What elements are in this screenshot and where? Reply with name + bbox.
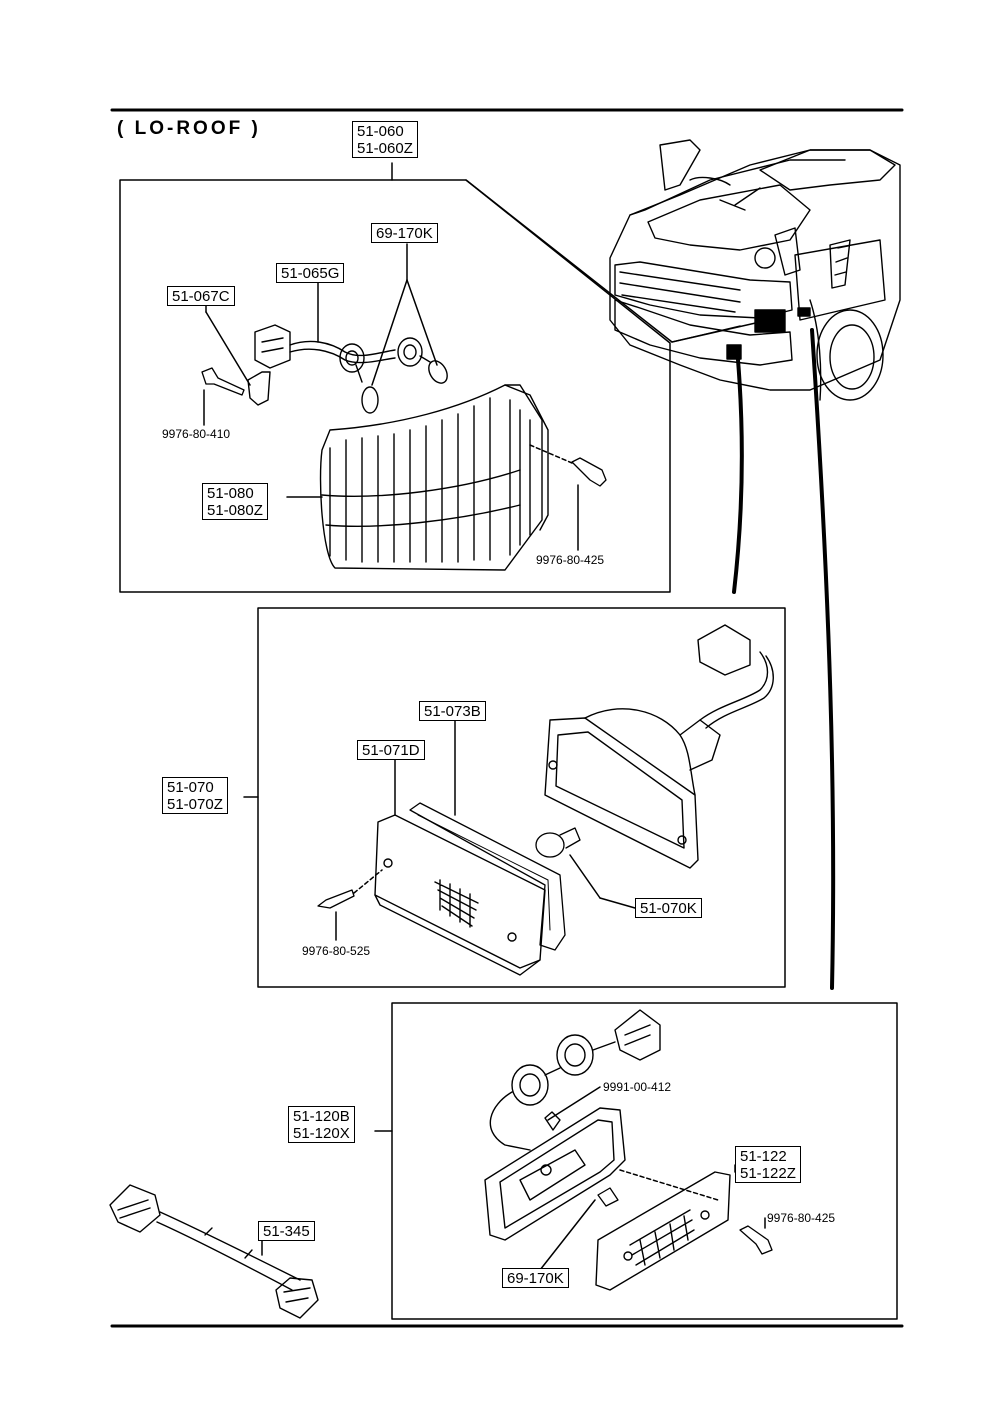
harness-51-065G [254,324,448,414]
label-9976-80-410: 9976-80-410 [162,427,231,441]
callout-51-122: 51-122 51-122Z [735,1146,801,1183]
callout-51-120B: 51-120B 51-120X [288,1106,355,1143]
callout-51-070: 51-070 51-070Z [162,777,228,814]
corner-lamp-51-080 [319,384,549,571]
callout-69-170K-bottom: 69-170K [502,1268,569,1288]
callout-51-345: 51-345 [258,1221,315,1241]
turn-lamp-housing [544,624,774,869]
panel-frame-side-lamp [391,1002,898,1320]
callout-51-070K: 51-070K [635,898,702,918]
callout-51-073B: 51-073B [419,701,486,721]
screw-9976-80-425-a [571,457,607,487]
screw-9976-80-410 [201,367,245,396]
callout-51-071D: 51-071D [357,740,425,760]
callout-51-065G: 51-065G [276,263,345,283]
label-9976-80-525: 9976-80-525 [302,944,371,958]
callout-51-080: 51-080 51-080Z [202,483,268,520]
socket-harness-51-120B [489,1009,661,1151]
label-9991-00-412: 9991-00-412 [603,1080,672,1094]
screw-9976-80-525 [317,889,355,909]
side-lamp-lens-51-122 [595,1171,731,1291]
bulb-69-170K [597,1187,619,1207]
bulb-51-070K [535,827,581,858]
panel-frame-corner-lamp [119,179,671,593]
leader-to-turn-lamp [732,358,744,594]
bracket-51-067C [247,371,271,406]
callout-69-170K-top: 69-170K [371,223,438,243]
page-title: ( LO-ROOF ) [117,118,261,139]
side-lamp-housing [484,1107,626,1241]
callout-51-067C: 51-067C [167,286,235,306]
leader-to-side-lamp [810,328,836,990]
sub-harness-51-345 [109,1184,319,1319]
label-9976-80-425-bottom: 9976-80-425 [767,1211,836,1225]
callout-51-060: 51-060 51-060Z [352,121,418,158]
screw-9976-80-425-b [739,1225,773,1255]
turn-lamp-lens-51-071D [374,814,546,976]
label-9976-80-425-top: 9976-80-425 [536,553,605,567]
van-illustration [609,139,901,401]
